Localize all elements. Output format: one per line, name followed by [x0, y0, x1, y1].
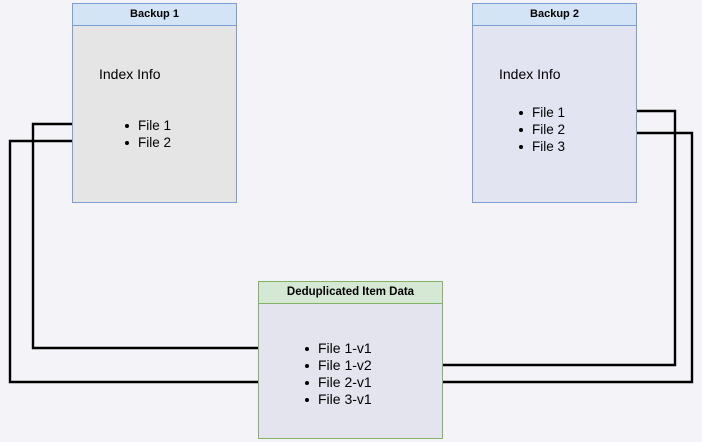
backup2-index-info-label: Index Info — [499, 66, 561, 82]
list-item[interactable]: File 2 — [123, 134, 171, 151]
list-item[interactable]: File 2-v1 — [303, 374, 372, 391]
backup1-header: Backup 1 — [73, 4, 236, 26]
backup1-index-info-label: Index Info — [99, 66, 161, 82]
backup1-box[interactable]: Backup 1 Index Info File 1 File 2 — [72, 3, 237, 203]
list-item[interactable]: File 3-v1 — [303, 391, 372, 408]
list-item[interactable]: File 1 — [123, 117, 171, 134]
list-item[interactable]: File 1 — [517, 104, 565, 121]
dedup-item-list: File 1-v1 File 1-v2 File 2-v1 File 3-v1 — [303, 340, 372, 408]
backup2-header: Backup 2 — [473, 4, 636, 26]
backup1-body: Index Info File 1 File 2 — [73, 26, 236, 202]
backup2-file-list: File 1 File 2 File 3 — [517, 104, 565, 155]
deduplicated-item-data-box[interactable]: Deduplicated Item Data File 1-v1 File 1-… — [258, 281, 443, 439]
deduplicated-item-data-body: File 1-v1 File 1-v2 File 2-v1 File 3-v1 — [259, 304, 442, 438]
list-item[interactable]: File 1-v2 — [303, 357, 372, 374]
backup2-box[interactable]: Backup 2 Index Info File 1 File 2 File 3 — [472, 3, 637, 203]
backup2-body: Index Info File 1 File 2 File 3 — [473, 26, 636, 202]
deduplicated-item-data-header: Deduplicated Item Data — [259, 282, 442, 304]
backup1-file-list: File 1 File 2 — [123, 117, 171, 151]
list-item[interactable]: File 2 — [517, 121, 565, 138]
list-item[interactable]: File 1-v1 — [303, 340, 372, 357]
list-item[interactable]: File 3 — [517, 138, 565, 155]
